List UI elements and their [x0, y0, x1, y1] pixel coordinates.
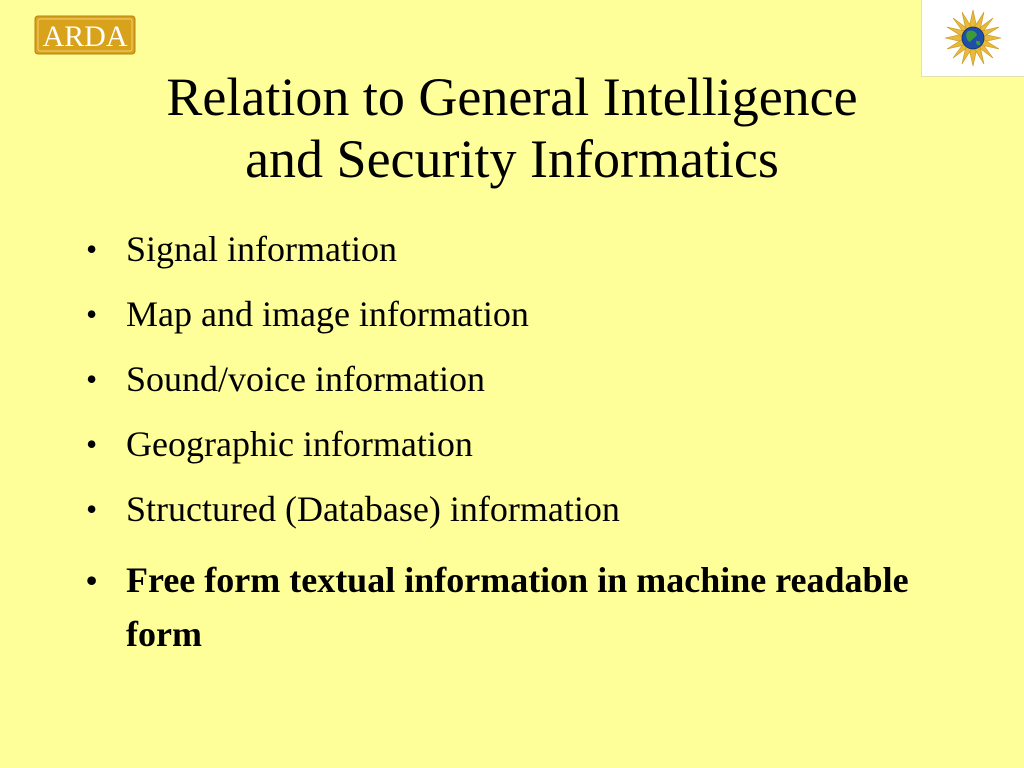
- bullet-item: • Signal information: [86, 228, 966, 270]
- bullet-dot-icon: •: [86, 231, 98, 267]
- bullet-text: Structured (Database) information: [126, 489, 620, 529]
- title-line-1: Relation to General Intelligence: [166, 67, 858, 127]
- slide-title: Relation to General Intelligence and Sec…: [60, 66, 964, 190]
- arda-logo: ARDA: [34, 15, 136, 55]
- bullet-dot-icon: •: [86, 361, 98, 397]
- bullet-text: Signal information: [126, 229, 397, 269]
- bullet-item: • Sound/voice information: [86, 358, 966, 400]
- globe-star-icon: [944, 9, 1002, 67]
- bullet-dot-icon: •: [86, 296, 98, 332]
- bullet-dot-icon: •: [86, 491, 98, 527]
- bullet-text: Geographic information: [126, 424, 473, 464]
- bullet-text: Free form textual information in machine…: [126, 560, 909, 654]
- bullet-text: Map and image information: [126, 294, 529, 334]
- arda-logo-graphic: ARDA: [34, 15, 136, 55]
- globe-star-logo: [921, 0, 1024, 77]
- bullet-item: • Geographic information: [86, 423, 966, 465]
- title-line-2: and Security Informatics: [245, 129, 779, 189]
- bullet-dot-icon: •: [86, 426, 98, 462]
- bullet-item: • Structured (Database) information: [86, 488, 966, 530]
- bullet-item: • Map and image information: [86, 293, 966, 335]
- bullet-dot-icon: •: [86, 562, 98, 598]
- bullet-list: • Signal information • Map and image inf…: [86, 228, 966, 684]
- bullet-item-emphasized: • Free form textual information in machi…: [86, 553, 966, 661]
- arda-logo-text: ARDA: [42, 20, 127, 53]
- bullet-text: Sound/voice information: [126, 359, 485, 399]
